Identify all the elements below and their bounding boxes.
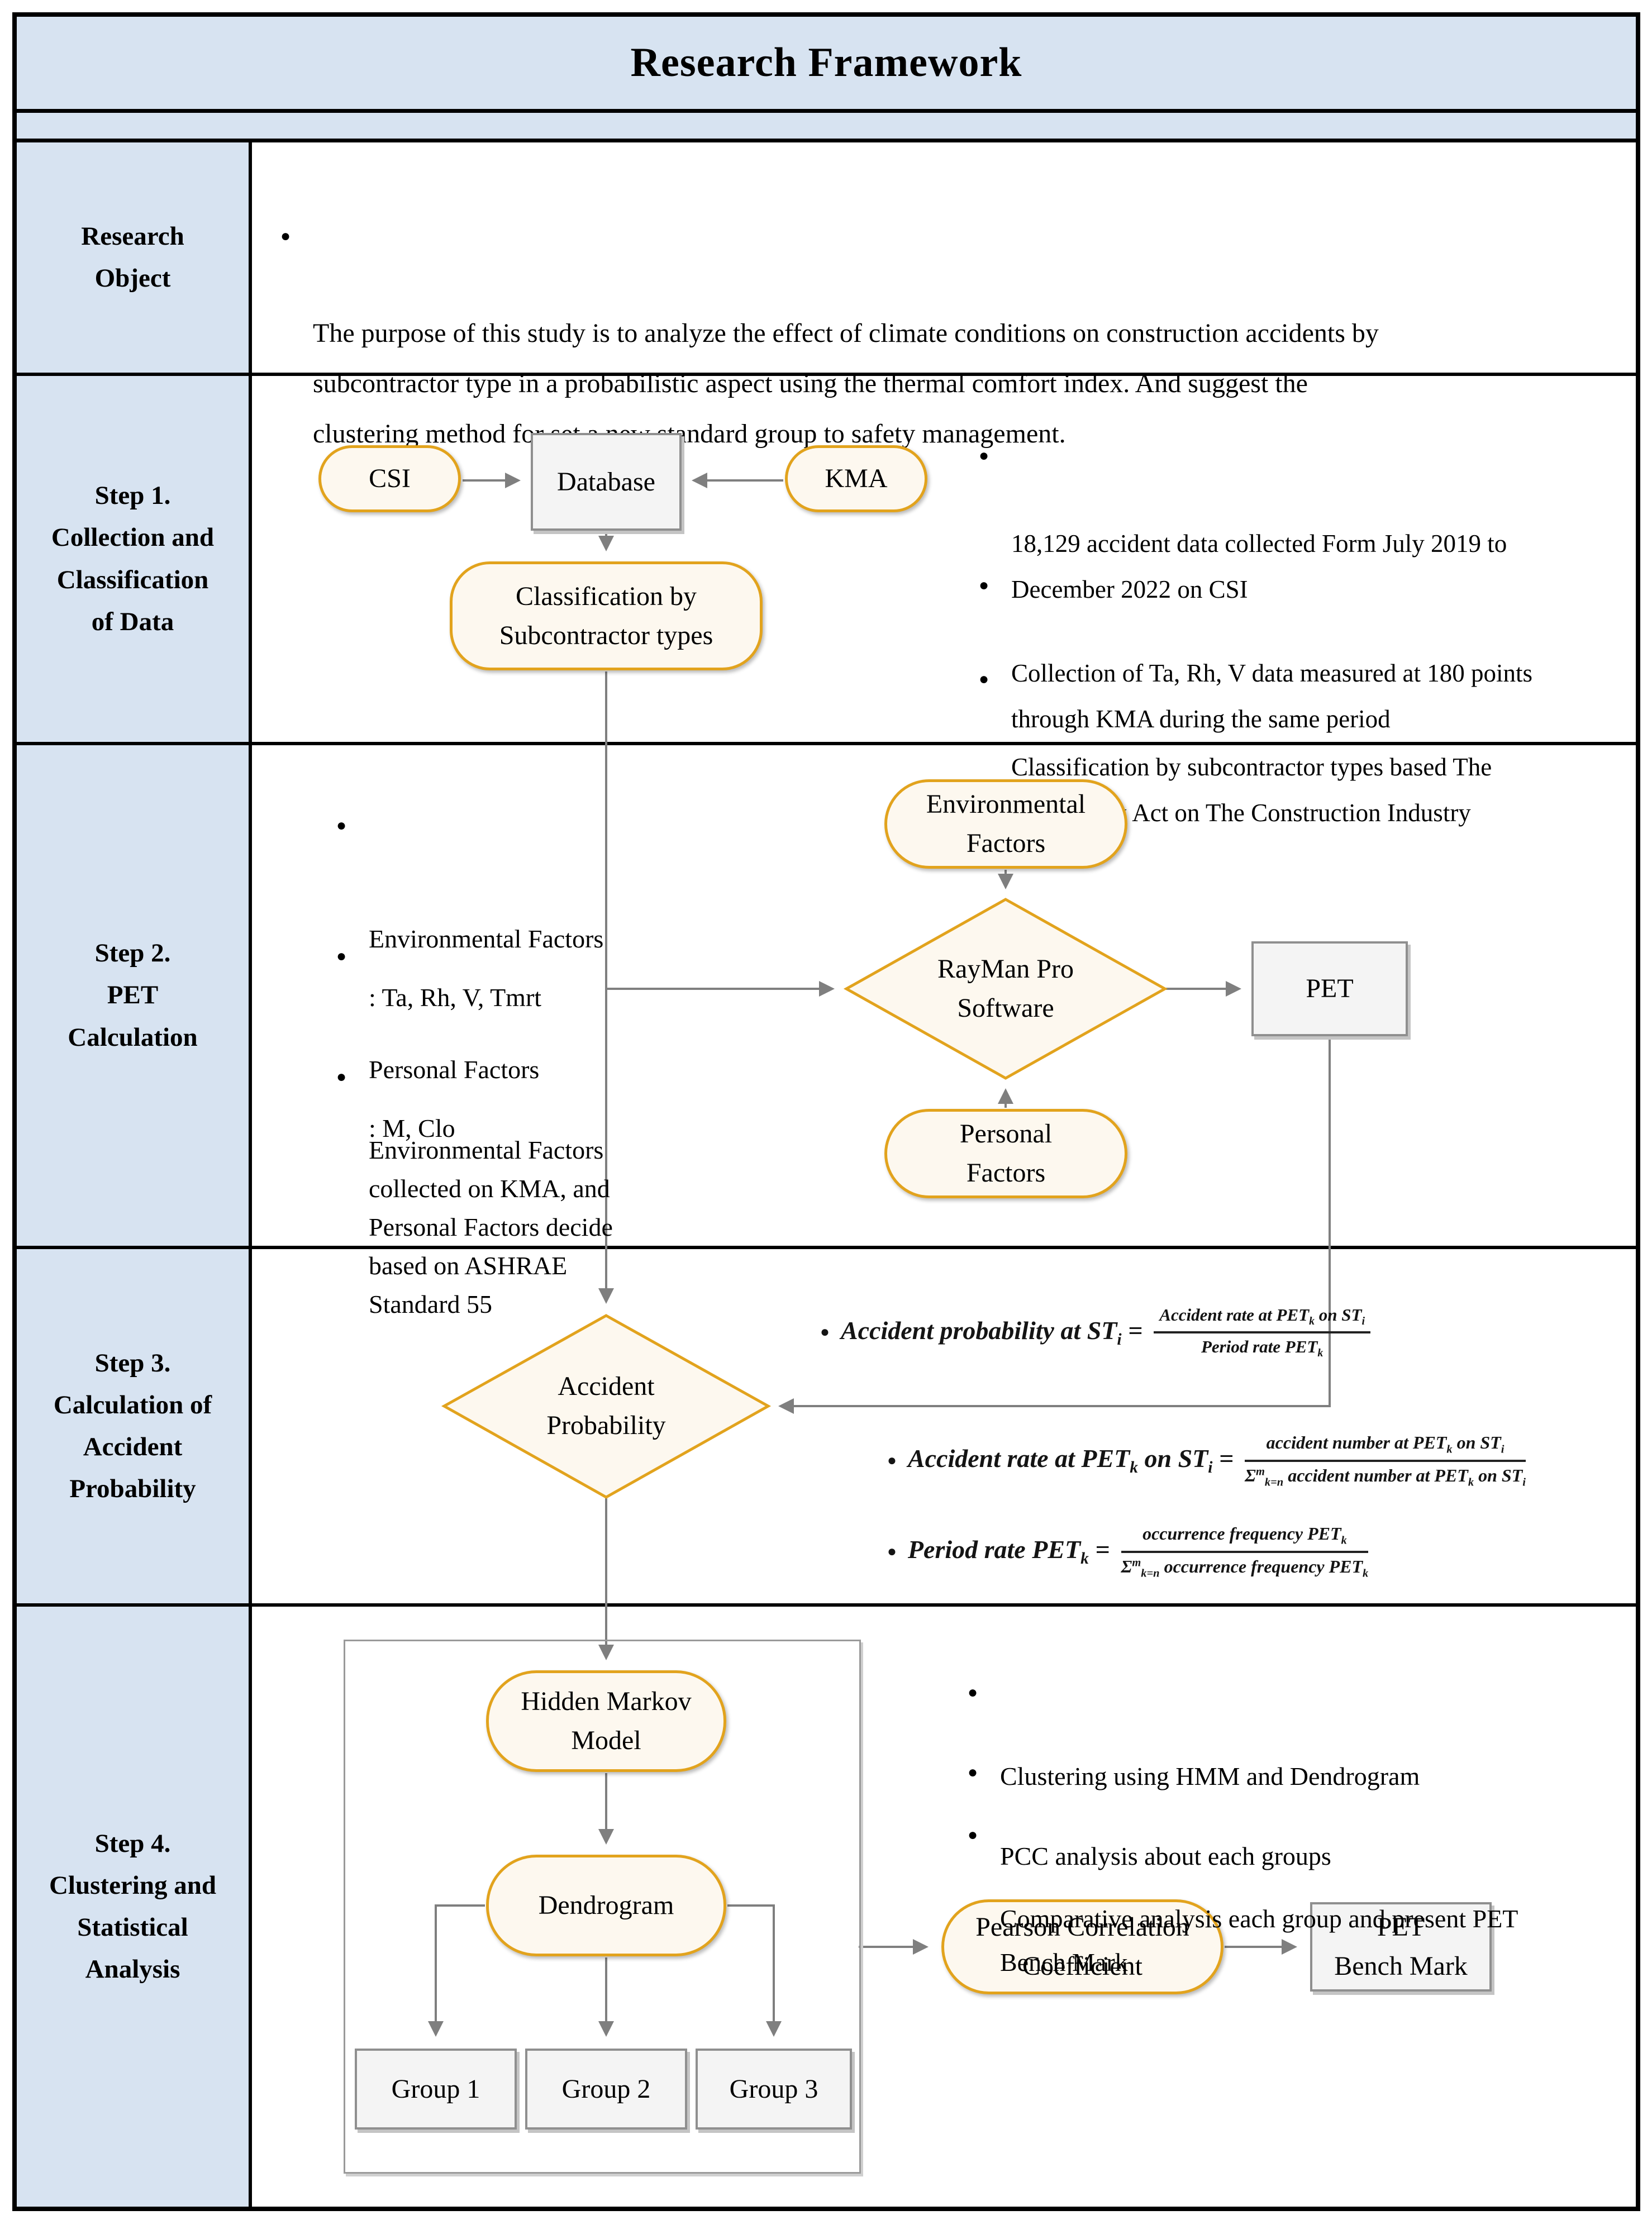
environmental-factors-label: Environmental Factors (926, 789, 1086, 858)
database-node: Database (531, 433, 682, 531)
step2-bullet-1-text: Environmental Factors : Ta, Rh, V, Tmrt (369, 925, 604, 1012)
pearson-correlation-node: Pearson Correlation Coefficient (941, 1899, 1223, 1994)
step1-bullet-1-text: 18,129 accident data collected Form July… (1011, 530, 1507, 603)
row-label-step1: Step 1. Collection and Classification of… (17, 376, 252, 742)
csi-node: CSI (318, 445, 461, 512)
hidden-markov-model-node: Hidden Markov Model (486, 1670, 726, 1772)
row-label-step4: Step 4. Clustering and Statistical Analy… (17, 1607, 252, 2207)
step4-bullet-1: Clustering using HMM and Dendrogram (1000, 1668, 1637, 1798)
group2-label: Group 2 (561, 2074, 651, 2104)
row-label-step3: Step 3. Calculation of Accident Probabil… (17, 1249, 252, 1603)
group2-node: Group 2 (525, 2049, 687, 2130)
rayman-node: RayMan Pro Software (894, 939, 1117, 1039)
step2-bullet-1: Environmental Factors : Ta, Rh, V, Tmrt (369, 792, 682, 1027)
formula1-fraction: Accident rate at PETk on STi Period rate… (1154, 1305, 1370, 1360)
formula-accident-probability: Accident probability at STi = Accident r… (820, 1279, 1370, 1385)
bullet-icon (336, 924, 346, 985)
environmental-factors-node: Environmental Factors (884, 779, 1127, 869)
group3-label: Group 3 (729, 2074, 818, 2104)
formula2-denominator: Σmk=n accident number at PETk on STi (1245, 1465, 1526, 1488)
bullet-icon (968, 1669, 978, 1714)
formula1-numerator: Accident rate at PETk on STi (1154, 1305, 1370, 1333)
step1-bullet-2: Collection of Ta, Rh, V data measured at… (1011, 559, 1643, 742)
step4-bullet-2-text: PCC analysis about each groups (1000, 1842, 1331, 1870)
bullet-icon (336, 793, 346, 855)
step2-bullet-3-text: Environmental Factors collected on KMA, … (369, 1136, 613, 1318)
bullet-icon (820, 1323, 830, 1341)
step2-bullet-3: Environmental Factors collected on KMA, … (369, 1054, 682, 1323)
formula1-lhs: Accident probability at STi = (840, 1316, 1143, 1349)
formula3-lhs: Period rate PETk = (907, 1535, 1110, 1568)
bullet-icon (887, 1452, 897, 1470)
kma-node: KMA (785, 445, 927, 512)
step2-bullet-2-text: Personal Factors : M, Clo (369, 1055, 540, 1142)
rayman-label: RayMan Pro Software (937, 954, 1074, 1023)
formula2-lhs: Accident rate at PETk on STi = (907, 1444, 1234, 1477)
row-label-research-object: Research Object (17, 142, 252, 373)
pearson-correlation-label: Pearson Correlation Coefficient (975, 1912, 1189, 1981)
kma-label: KMA (825, 464, 888, 494)
formula-accident-rate: Accident rate at PETk on STi = accident … (887, 1414, 1526, 1507)
row-step1: Step 1. Collection and Classification of… (17, 376, 1636, 745)
formula1-denominator: Period rate PETk (1201, 1337, 1323, 1360)
csi-label: CSI (369, 464, 411, 494)
group3-node: Group 3 (696, 2049, 852, 2130)
accident-probability-label: Accident Probability (546, 1371, 666, 1440)
research-object-content (252, 142, 1636, 373)
row-label-step2: Step 2. PET Calculation (17, 745, 252, 1246)
bullet-icon (887, 1543, 897, 1561)
step2-bullet-2: Personal Factors : M, Clo (369, 923, 682, 1158)
formula2-fraction: accident number at PETk on STi Σmk=n acc… (1245, 1432, 1526, 1489)
dendrogram-label: Dendrogram (538, 1890, 674, 1921)
personal-factors-node: Personal Factors (884, 1109, 1127, 1198)
step1-bullet-1: 18,129 accident data collected Form July… (1011, 429, 1643, 612)
pet-node: PET (1251, 941, 1408, 1036)
bullet-icon (979, 560, 989, 608)
group1-label: Group 1 (391, 2074, 480, 2104)
accident-probability-node: Accident Probability (494, 1356, 718, 1456)
clustering-container-box (344, 1640, 861, 2174)
title-band: Research Framework (17, 17, 1636, 113)
header-spacer-band (17, 113, 1636, 142)
personal-factors-label: Personal Factors (959, 1119, 1053, 1188)
bullet-icon (979, 654, 989, 702)
formula3-numerator: occurrence frequency PETk (1121, 1523, 1369, 1553)
pet-benchmark-label: PET Bench Mark (1334, 1912, 1468, 1981)
dendrogram-node: Dendrogram (486, 1855, 726, 1956)
page-title: Research Framework (630, 40, 1022, 85)
step4-bullet-2: PCC analysis about each groups (1000, 1747, 1637, 1878)
classification-label: Classification by Subcontractor types (499, 581, 713, 650)
bullet-icon (336, 1055, 346, 1096)
hidden-markov-model-label: Hidden Markov Model (521, 1687, 692, 1755)
bullet-icon (968, 1811, 978, 1857)
pet-benchmark-node: PET Bench Mark (1310, 1902, 1492, 1992)
step4-bullet-3: Comparative analysis each group and pres… (1000, 1810, 1637, 1984)
formula3-fraction: occurrence frequency PETk Σmk=n occurren… (1121, 1523, 1369, 1580)
formula3-denominator: Σmk=n occurrence frequency PETk (1121, 1556, 1369, 1579)
row-research-object: Research Object (17, 142, 1636, 376)
bullet-icon (979, 430, 989, 479)
pet-label: PET (1306, 974, 1354, 1004)
classification-node: Classification by Subcontractor types (450, 561, 763, 670)
bullet-icon (968, 1749, 978, 1794)
database-label: Database (557, 466, 655, 497)
formula-period-rate: Period rate PETk = occurrence frequency … (887, 1506, 1369, 1598)
step4-bullet-3-text: Comparative analysis each group and pres… (1000, 1904, 1518, 1976)
step1-bullet-2-text: Collection of Ta, Rh, V data measured at… (1011, 659, 1532, 733)
step1-content (252, 376, 1636, 742)
bullet-icon (280, 209, 291, 261)
formula2-numerator: accident number at PETk on STi (1245, 1432, 1526, 1462)
step4-bullet-1-text: Clustering using HMM and Dendrogram (1000, 1762, 1420, 1790)
research-object-paragraph: The purpose of this study is to analyze … (313, 208, 1615, 459)
group1-node: Group 1 (355, 2049, 517, 2130)
